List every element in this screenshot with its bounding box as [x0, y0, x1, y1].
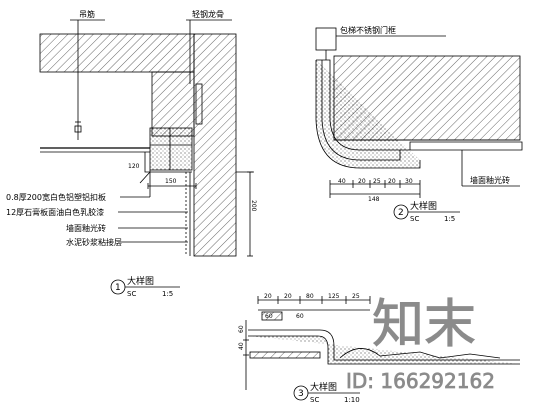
callout-tile-2: 墙面釉光砖 — [470, 175, 510, 185]
watermark: 知末 ID: 166292162 — [346, 295, 496, 394]
watermark-id: ID: 166292162 — [346, 369, 495, 393]
callout-hanger: 吊筋 — [79, 9, 95, 19]
detail-3-sheet: SC — [310, 396, 319, 404]
dim-40: 40 — [338, 178, 346, 185]
detail-1-sheet: SC — [127, 290, 136, 298]
d3-dim-1: 20 — [264, 293, 272, 300]
detail-1-name: 大样图 — [127, 275, 154, 287]
detail-2-number: 2 — [398, 208, 404, 218]
d3-dim-7: 60 — [296, 313, 304, 320]
d3-dim-5: 25 — [352, 293, 360, 300]
detail-2-name: 大样图 — [410, 200, 437, 212]
dim-120: 120 — [128, 163, 140, 170]
dim-150: 150 — [165, 178, 177, 185]
dim-200: 200 — [250, 200, 257, 212]
callout-mortar: 水泥砂浆粘接层 — [66, 237, 122, 247]
dim-30: 30 — [405, 178, 413, 185]
d3-dim-2: 20 — [284, 293, 292, 300]
detail-1 — [39, 19, 254, 295]
detail-3-name: 大样图 — [310, 381, 337, 393]
detail-3-number: 3 — [298, 389, 304, 399]
dim-total: 148 — [368, 196, 380, 203]
wall — [193, 33, 237, 257]
beam — [151, 71, 195, 137]
callout-strip: 0.8厚200宽白色铝塑铝扣板 — [6, 192, 106, 202]
detail-2-sheet: SC — [410, 215, 419, 223]
watermark-brand: 知末 — [372, 295, 476, 355]
dim-20a: 20 — [358, 178, 366, 185]
callout-board: 12厚石膏板面油白色乳胶漆 — [6, 207, 104, 217]
detail-3-scale: 1:10 — [344, 396, 360, 404]
detail-3 — [243, 296, 520, 401]
callout-frame: 包梯不锈钢门框 — [340, 25, 396, 35]
d3-side-dim-1: 60 — [238, 325, 245, 333]
d3-dim-4: 125 — [328, 293, 340, 300]
d3-side-dim-2: 40 — [238, 342, 245, 350]
callout-tile: 墙面釉光砖 — [66, 223, 106, 233]
corner-box — [149, 127, 193, 171]
detail-2 — [315, 27, 523, 220]
detail-1-scale: 1:5 — [162, 290, 173, 298]
detail-1-number: 1 — [115, 283, 121, 293]
ceiling-slab — [39, 33, 195, 73]
callout-keel: 轻钢龙骨 — [192, 9, 224, 19]
dim-25: 25 — [373, 178, 381, 185]
detail-2-scale: 1:5 — [444, 215, 455, 223]
d3-dim-6: 60 — [265, 313, 273, 320]
d3-dim-3: 80 — [306, 293, 314, 300]
dim-20b: 20 — [388, 178, 396, 185]
